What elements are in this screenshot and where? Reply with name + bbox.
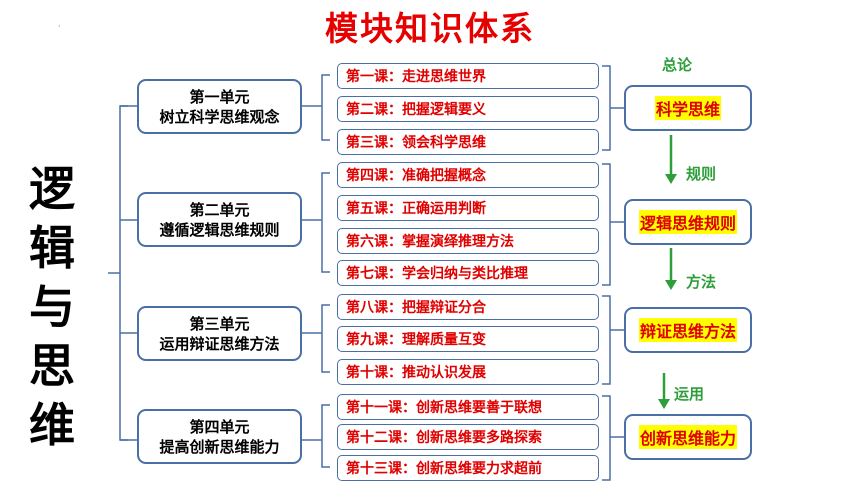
unit-title: 遵循逻辑思维规则	[159, 220, 280, 239]
lesson-item: 第六课：掌握演绎推理方法	[337, 228, 599, 254]
lesson-item: 第一课：走进思维世界	[337, 63, 599, 89]
vertical-title-char: 逻	[29, 162, 75, 216]
green-label-methods: 方法	[686, 273, 717, 291]
vertical-title-char: 维	[29, 398, 75, 452]
unit-number: 第二单元	[189, 200, 250, 219]
right-box-label: 科学思维	[654, 96, 721, 120]
unit-title: 树立科学思维观念	[159, 107, 280, 126]
unit-title: 运用辩证思维方法	[159, 334, 280, 353]
right-box-logic-rules: 逻辑思维规则	[624, 199, 752, 245]
lesson-item: 第四课：准确把握概念	[337, 162, 599, 188]
unit-number: 第三单元	[189, 314, 250, 333]
unit-number: 第四单元	[189, 417, 250, 436]
page-title: 模块知识体系	[325, 9, 535, 48]
decorative-dot: ·	[58, 22, 61, 31]
green-label-rules: 规则	[686, 165, 717, 183]
lesson-item: 第十一课：创新思维要善于联想	[337, 394, 599, 420]
vertical-title-char: 思	[29, 339, 75, 393]
lesson-item: 第十课：推动认识发展	[337, 359, 599, 385]
unit-4-box: 第四单元 提高创新思维能力	[137, 409, 302, 464]
unit-number: 第一单元	[189, 87, 250, 106]
right-box-label: 辩证思维方法	[638, 318, 737, 342]
right-box-dialectic-methods: 辩证思维方法	[624, 307, 752, 353]
vertical-title-char: 与	[29, 280, 75, 334]
right-box-scientific-thinking: 科学思维	[624, 85, 752, 131]
unit-3-box: 第三单元 运用辩证思维方法	[137, 306, 302, 361]
lesson-item: 第二课：把握逻辑要义	[337, 96, 599, 122]
lesson-item: 第七课：学会归纳与类比推理	[337, 260, 599, 286]
unit-2-box: 第二单元 遵循逻辑思维规则	[137, 192, 302, 247]
unit-1-box: 第一单元 树立科学思维观念	[137, 79, 302, 134]
right-box-label: 逻辑思维规则	[638, 210, 737, 234]
vertical-title-char: 辑	[29, 221, 75, 275]
green-label-overview: 总论	[662, 56, 693, 74]
right-box-innovative-ability: 创新思维能力	[624, 414, 752, 460]
unit-title: 提高创新思维能力	[159, 437, 280, 456]
lesson-item: 第五课：正确运用判断	[337, 195, 599, 221]
right-box-label: 创新思维能力	[638, 425, 737, 449]
lesson-item: 第十三课：创新思维要力求超前	[337, 455, 599, 481]
lesson-item: 第九课：理解质量互变	[337, 326, 599, 352]
vertical-title: 逻 辑 与 思 维	[22, 160, 82, 455]
lesson-item: 第十二课：创新思维要多路探索	[337, 424, 599, 450]
lesson-item: 第三课：领会科学思维	[337, 129, 599, 155]
lesson-item: 第八课：把握辩证分合	[337, 294, 599, 320]
green-label-application: 运用	[674, 385, 705, 403]
